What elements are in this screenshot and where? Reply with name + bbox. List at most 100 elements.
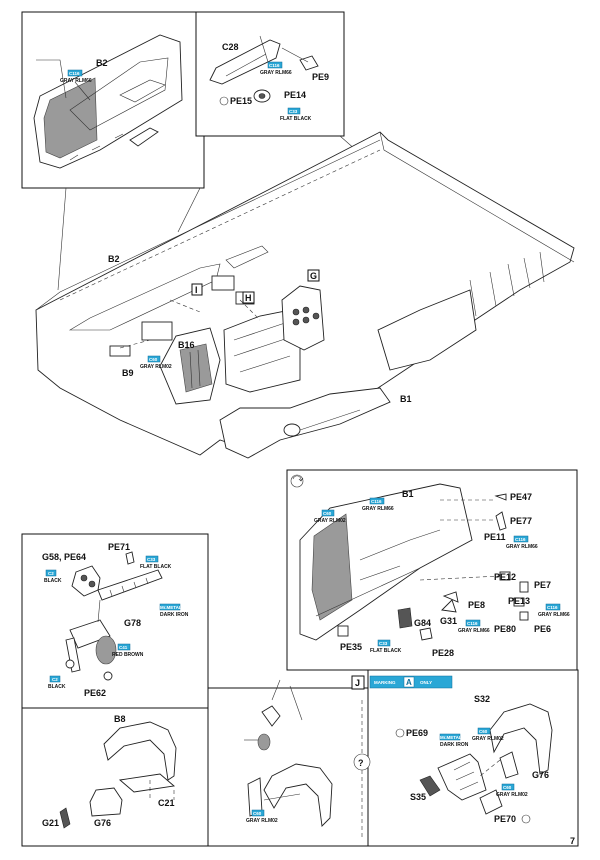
inset-c28-black-tag: C33 FLAT BLACK bbox=[280, 107, 312, 122]
tag-code: C33 bbox=[379, 641, 388, 646]
label-g58-pe64: G58, PE64 bbox=[42, 552, 86, 562]
tag-name: GRAY RLM02 bbox=[496, 792, 528, 798]
main-label-b9: B9 bbox=[122, 368, 134, 378]
main-label-b2: B2 bbox=[108, 254, 120, 264]
question-mark: ? bbox=[358, 758, 364, 768]
main-fuselage-assembly: B2 B16 B9 B1 C60 GRAY RLM02 I H G bbox=[35, 131, 575, 459]
label-pe11: PE11 bbox=[484, 532, 506, 542]
label-pe13: PE13 bbox=[508, 596, 530, 606]
label-pe12: PE12 bbox=[494, 572, 516, 582]
label-pe28: PE28 bbox=[432, 648, 454, 658]
inset-b2-panel: B2 C116 GRAY RLM66 bbox=[21, 11, 205, 189]
label-pe70: PE70 bbox=[494, 814, 516, 824]
tag-rlm66-c: C116 GRAY RLM66 bbox=[538, 603, 570, 618]
label-pe62: PE62 bbox=[84, 688, 106, 698]
page-number: 7 bbox=[570, 836, 575, 846]
inset-c28-panel: C28 PE9 PE14 PE15 C116 GRAY RLM66 C33 FL… bbox=[195, 11, 345, 137]
tag-name: GRAY RLM66 bbox=[458, 628, 490, 634]
tag-rlm66-b: C116 GRAY RLM66 bbox=[506, 535, 538, 550]
main-b9-color-tag: C60 GRAY RLM02 bbox=[140, 355, 172, 370]
inset-b2-label: B2 bbox=[96, 58, 108, 68]
tag-name: FLAT BLACK bbox=[370, 648, 402, 654]
tag-name: GRAY RLM66 bbox=[506, 544, 538, 550]
tag-rlm66-d: C116 GRAY RLM66 bbox=[458, 619, 490, 634]
callout-h: H bbox=[242, 291, 255, 304]
tag-code: C116 bbox=[467, 621, 478, 626]
tag-name: GRAY RLM02 bbox=[472, 736, 504, 742]
tag-name: BLACK bbox=[48, 684, 66, 690]
tag-code: Mr.METAL COLOR bbox=[440, 735, 480, 740]
label-pe69: PE69 bbox=[406, 728, 428, 738]
label-pe6: PE6 bbox=[534, 624, 551, 634]
tag-name: GRAY RLM66 bbox=[362, 506, 394, 512]
bottom-right-panel: J MARKING A ONLY ? S32 PE69 G76 S35 PE70… bbox=[351, 669, 579, 847]
marking-text: MARKING bbox=[374, 680, 396, 685]
tag-name: GRAY RLM66 bbox=[60, 78, 92, 84]
bottom-left-panel: B8 C21 G21 G76 bbox=[21, 707, 209, 847]
tag-code: C116 bbox=[269, 63, 280, 68]
tag-left-red-brown: C41 RED BROWN bbox=[112, 643, 144, 658]
label-g21: G21 bbox=[42, 818, 59, 828]
callout-letter: I bbox=[195, 285, 198, 295]
tag-code: C33 bbox=[147, 557, 156, 562]
tag-code: C60 bbox=[323, 511, 332, 516]
label-pe47: PE47 bbox=[510, 492, 532, 502]
tag-code: C60 bbox=[149, 357, 158, 362]
tag-name: GRAY RLM66 bbox=[260, 70, 292, 76]
tag-left-black-b: C2 BLACK bbox=[48, 675, 66, 690]
label-pe71: PE71 bbox=[108, 542, 130, 552]
main-label-b1: B1 bbox=[400, 394, 412, 404]
tag-name: GRAY RLM02 bbox=[140, 364, 172, 370]
tag-left-dark-iron: Mr.METAL COLOR DARK IRON bbox=[159, 603, 200, 618]
tag-left-black-a: C2 BLACK bbox=[44, 569, 62, 584]
marking-badge: J MARKING A ONLY bbox=[351, 675, 453, 690]
label-s32: S32 bbox=[474, 694, 490, 704]
tag-code: C116 bbox=[515, 537, 526, 542]
tag-code: Mr.METAL COLOR bbox=[160, 605, 200, 610]
marking-step-letter: J bbox=[355, 678, 360, 688]
label-g78: G78 bbox=[124, 618, 141, 628]
tag-bottom-middle-gray: C60 GRAY RLM02 bbox=[246, 809, 278, 824]
tag-name: RED BROWN bbox=[112, 652, 144, 658]
inset-c28-gray-tag: C116 GRAY RLM66 bbox=[260, 61, 292, 76]
label-g76: G76 bbox=[94, 818, 111, 828]
tag-code: C2 bbox=[52, 677, 58, 682]
tag-name: GRAY RLM66 bbox=[538, 612, 570, 618]
tag-name: DARK IRON bbox=[440, 742, 469, 748]
callout-letter: H bbox=[245, 293, 252, 303]
label-g31: G31 bbox=[440, 616, 457, 626]
label-pe7: PE7 bbox=[534, 580, 551, 590]
label-b8: B8 bbox=[114, 714, 126, 724]
tag-rlm02: C60 GRAY RLM02 bbox=[314, 509, 346, 524]
question-icon: ? bbox=[353, 753, 371, 771]
tag-name: FLAT BLACK bbox=[140, 564, 172, 570]
detail-right-panel: B1 PE47 PE77 PE11 PE12 PE7 PE13 PE8 G31 … bbox=[286, 469, 578, 671]
label-g84: G84 bbox=[414, 618, 431, 628]
tag-code: C60 bbox=[479, 729, 488, 734]
tag-bottom-right-gray-a: C60 GRAY RLM02 bbox=[472, 727, 504, 742]
tag-code: C60 bbox=[503, 785, 512, 790]
label-pe15: PE15 bbox=[230, 96, 252, 106]
tag-rlm66-a: C116 GRAY RLM66 bbox=[362, 497, 394, 512]
label-g76: G76 bbox=[532, 770, 549, 780]
label-pe8: PE8 bbox=[468, 600, 485, 610]
tag-name: GRAY RLM02 bbox=[314, 518, 346, 524]
tag-flat-black: C33 FLAT BLACK bbox=[370, 639, 402, 654]
tag-code: C2 bbox=[48, 571, 54, 576]
tag-name: FLAT BLACK bbox=[280, 116, 312, 122]
tag-code: C60 bbox=[253, 811, 262, 816]
tag-code: C116 bbox=[69, 71, 80, 76]
label-s35: S35 bbox=[410, 792, 426, 802]
bottom-middle-panel: C60 GRAY RLM02 bbox=[207, 679, 369, 847]
tag-code: C41 bbox=[119, 645, 128, 650]
label-pe35: PE35 bbox=[340, 642, 362, 652]
rotate-symbol-icon bbox=[290, 474, 304, 488]
tag-code: C116 bbox=[371, 499, 382, 504]
marking-letter: A bbox=[406, 678, 412, 687]
label-pe14: PE14 bbox=[284, 90, 306, 100]
tag-name: BLACK bbox=[44, 578, 62, 584]
main-label-b16: B16 bbox=[178, 340, 195, 350]
callout-i: I bbox=[191, 283, 203, 296]
label-pe9: PE9 bbox=[312, 72, 329, 82]
